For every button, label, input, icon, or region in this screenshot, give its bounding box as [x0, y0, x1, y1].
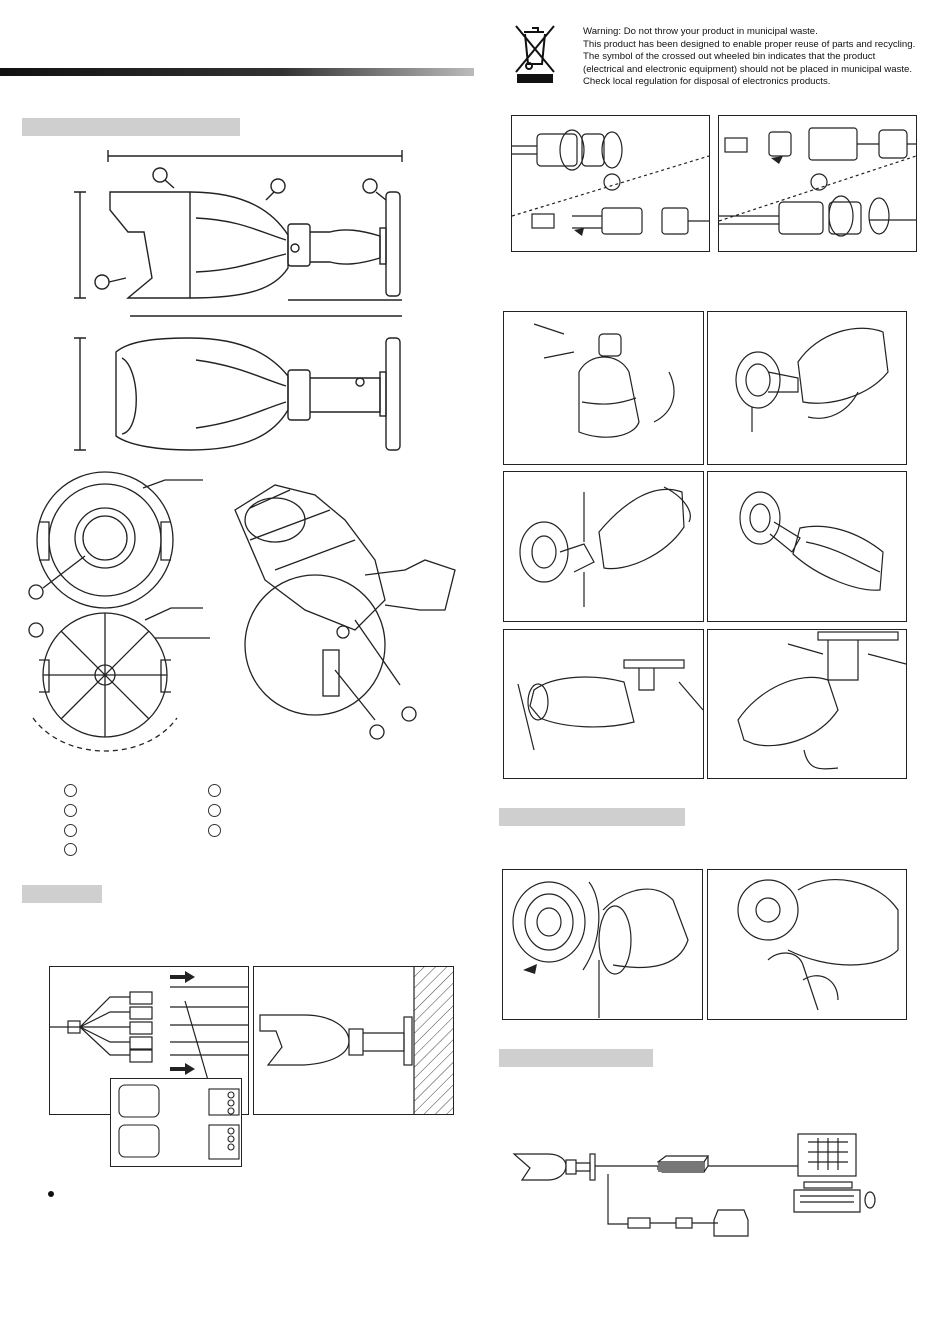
crossed-out-wheeled-bin-icon [515, 25, 555, 83]
legend-marker-3 [64, 824, 77, 837]
terminal-block-drawing [118, 1084, 240, 1160]
system-connection-diagram [512, 1133, 876, 1237]
connector-drawing-2 [718, 127, 917, 237]
legend-marker-5 [208, 784, 221, 797]
section-bar-installation [22, 885, 102, 903]
lens-adjust-drawing [737, 879, 899, 1011]
section-bar-connection [499, 1049, 653, 1067]
lens-adjust-panel [707, 869, 907, 1020]
bracket-step-1-drawing [533, 323, 675, 438]
bracket-step-3-drawing [519, 486, 691, 607]
connector-drawing-1 [511, 129, 710, 236]
weee-line-5: Check local regulation for disposal of e… [583, 76, 831, 88]
terminal-block-panel [110, 1078, 242, 1167]
open-housing-panel [502, 869, 703, 1020]
connector-panel-2 [718, 115, 917, 252]
weee-line-2: This product has been designed to enable… [583, 38, 916, 50]
weee-line-3: The symbol of the crossed out wheeled bi… [583, 51, 876, 63]
weee-line-1: Warning: Do not throw your product in mu… [583, 26, 818, 37]
legend-marker-2 [64, 804, 77, 817]
wall-mount-drawing [259, 967, 453, 1114]
wall-mount-panel [253, 966, 454, 1115]
bracket-step-3-panel [503, 471, 704, 622]
bracket-step-1-panel [503, 311, 704, 465]
legend-marker-6 [208, 804, 221, 817]
weee-warning-text: Warning: Do not throw your product in mu… [583, 26, 933, 89]
open-housing-drawing [512, 881, 689, 1018]
cable-wiring-drawing [50, 971, 248, 1088]
legend-marker-7 [208, 824, 221, 837]
mounting-base-drawing [28, 471, 456, 752]
bracket-step-2-drawing [735, 327, 889, 432]
note-bullet [48, 1191, 54, 1197]
bracket-step-5-panel [503, 629, 704, 779]
bracket-step-4-panel [707, 471, 907, 622]
bracket-step-2-panel [707, 311, 907, 465]
bracket-step-6-panel [707, 629, 907, 779]
bracket-step-4-drawing [739, 491, 884, 591]
bracket-step-6-drawing [737, 631, 907, 770]
header-rule [0, 68, 474, 76]
legend-marker-4 [64, 843, 77, 856]
legend-marker-1 [64, 784, 77, 797]
section-bar-dimensions [22, 118, 240, 136]
bracket-step-5-drawing [517, 659, 704, 751]
camera-side-dimension-drawing [74, 150, 403, 451]
section-bar-lens-access [499, 808, 685, 826]
connector-panel-1 [511, 115, 710, 252]
weee-line-4: (electrical and electronic equipment) sh… [583, 63, 913, 75]
